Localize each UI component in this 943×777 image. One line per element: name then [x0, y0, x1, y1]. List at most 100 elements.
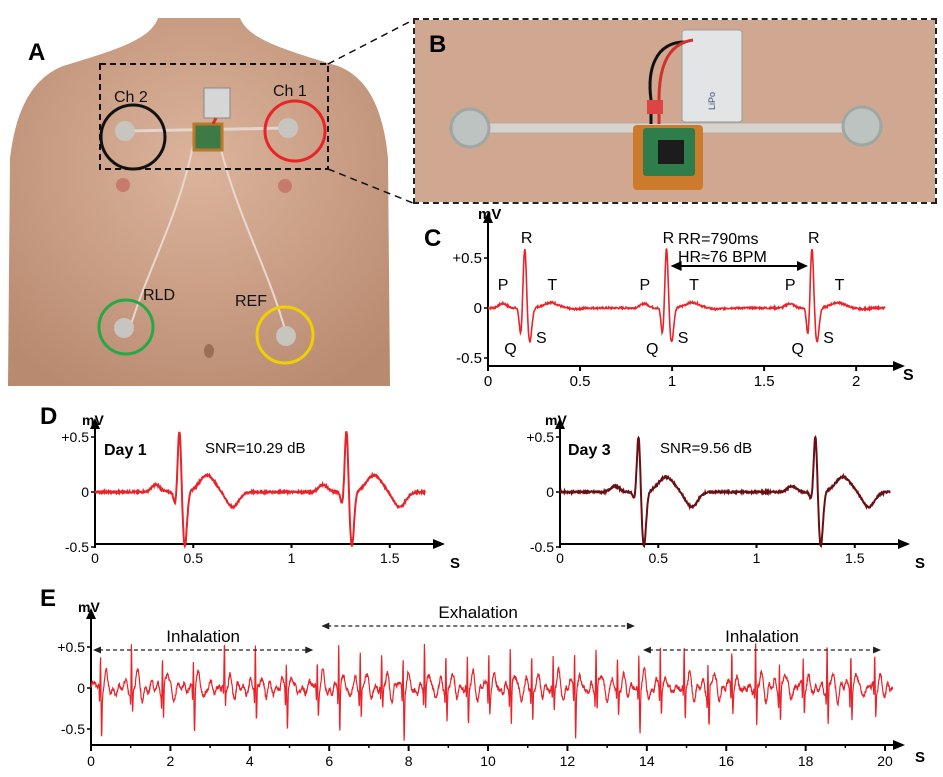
snr-annotation: SNR=10.29 dB — [205, 440, 305, 457]
x-tick-label: 1 — [668, 373, 676, 390]
rr-annotation: RR=790ms — [678, 231, 758, 248]
y-tick-label: -0.5 — [65, 539, 89, 555]
y-tick-label: 0 — [81, 484, 89, 500]
y-axis-arrow — [483, 212, 493, 223]
y-axis-label: mV — [82, 412, 104, 428]
panel-label-d: D — [40, 403, 57, 430]
lead-wire-left — [129, 145, 194, 329]
wave-label-p: P — [639, 277, 650, 294]
x-tick-label: 1 — [288, 550, 296, 566]
x-tick-label: 8 — [405, 753, 413, 769]
x-tick-label: 2 — [167, 753, 175, 769]
label-rld: RLD — [143, 287, 175, 304]
phase-arrow-right — [873, 646, 882, 654]
battery-wires-b — [648, 40, 686, 124]
x-axis-arrow — [893, 361, 905, 371]
electrode-right-b — [841, 105, 883, 147]
connector-b — [647, 100, 663, 114]
chest-photo: Ch 2 Ch 1 RLD REF A — [8, 18, 390, 386]
wave-label-p: P — [498, 277, 509, 294]
battery-wire-red-b — [657, 38, 694, 124]
y-axis-label: mV — [545, 412, 567, 428]
ref-circle — [255, 305, 315, 365]
zoom-region — [99, 63, 329, 170]
phase-label: Inhalation — [725, 627, 799, 646]
phase-arrow-left — [93, 646, 101, 654]
device-battery — [203, 87, 231, 119]
device-closeup-photo: LiPo B — [413, 18, 937, 204]
x-tick-label: 6 — [325, 753, 333, 769]
y-tick-label: -0.5 — [61, 721, 85, 737]
x-tick-label: 18 — [798, 753, 814, 769]
x-tick-label: 16 — [718, 753, 734, 769]
phase-label: Inhalation — [166, 627, 240, 646]
zoom-line-bottom — [327, 168, 414, 204]
wave-label-r: R — [663, 230, 675, 247]
x-tick-label: 4 — [246, 753, 254, 769]
snr-annotation: SNR=9.56 dB — [660, 440, 752, 457]
panel-label-a: A — [28, 39, 45, 66]
wave-label-s: S — [823, 330, 834, 347]
electrode-ch2 — [115, 121, 135, 141]
wave-label-q: Q — [646, 341, 658, 358]
y-tick-label: +0.5 — [452, 250, 482, 267]
phase-arrow-left — [321, 622, 330, 630]
wave-label-s: S — [678, 330, 689, 347]
phase-arrow-left — [642, 646, 651, 654]
x-tick-label: 0 — [556, 550, 564, 566]
x-axis-label: S — [915, 555, 925, 572]
x-tick-label: 0 — [87, 753, 95, 769]
x-tick-label: 10 — [480, 753, 496, 769]
battery-wire — [211, 117, 218, 125]
battery-b — [681, 29, 743, 123]
x-axis-label: S — [903, 367, 914, 384]
y-axis-arrow — [90, 418, 100, 429]
x-tick-label: 0.5 — [570, 373, 591, 390]
x-axis-arrow — [433, 539, 445, 549]
right-nipple — [278, 179, 292, 193]
y-axis-label: mV — [478, 206, 501, 223]
rld-circle — [97, 298, 155, 356]
ch1-circle — [263, 99, 327, 163]
wave-label-t: T — [689, 277, 699, 294]
electrode-ref — [276, 326, 296, 346]
x-tick-label: 14 — [639, 753, 655, 769]
day-title: Day 1 — [104, 442, 147, 459]
electrode-ch1 — [278, 118, 298, 138]
rr-arrow-left — [670, 261, 682, 271]
panel-label-c: C — [424, 225, 441, 252]
x-axis-arrow — [893, 740, 905, 750]
x-tick-label: 20 — [877, 753, 893, 769]
y-tick-label: +0.5 — [61, 429, 89, 445]
x-axis-label: S — [915, 749, 925, 766]
hr-annotation: HR≈76 BPM — [678, 249, 767, 266]
x-tick-label: 1.5 — [754, 373, 775, 390]
x-axis-label: S — [450, 555, 460, 572]
left-nipple — [116, 178, 130, 192]
wave-label-q: Q — [791, 341, 803, 358]
wave-label-t: T — [835, 277, 845, 294]
lead-wire-right — [219, 145, 287, 334]
wave-label-q: Q — [504, 341, 516, 358]
x-tick-label: 0 — [484, 373, 492, 390]
torso-shape — [8, 18, 390, 386]
y-axis-arrow — [86, 608, 96, 619]
x-axis-arrow — [898, 539, 910, 549]
y-tick-label: -0.5 — [456, 350, 482, 367]
label-ref: REF — [235, 293, 267, 310]
phase-arrow-right — [305, 646, 314, 654]
zoom-line-top — [327, 19, 414, 65]
y-tick-label: +0.5 — [57, 639, 85, 655]
y-tick-label: -0.5 — [530, 539, 554, 555]
x-tick-label: 1.5 — [380, 550, 400, 566]
ecg-trace — [94, 430, 426, 550]
x-tick-label: 12 — [560, 753, 576, 769]
rr-arrow-right — [797, 261, 808, 271]
ecg-trace — [487, 248, 886, 343]
chip-b — [658, 140, 684, 164]
wave-label-r: R — [521, 230, 533, 247]
